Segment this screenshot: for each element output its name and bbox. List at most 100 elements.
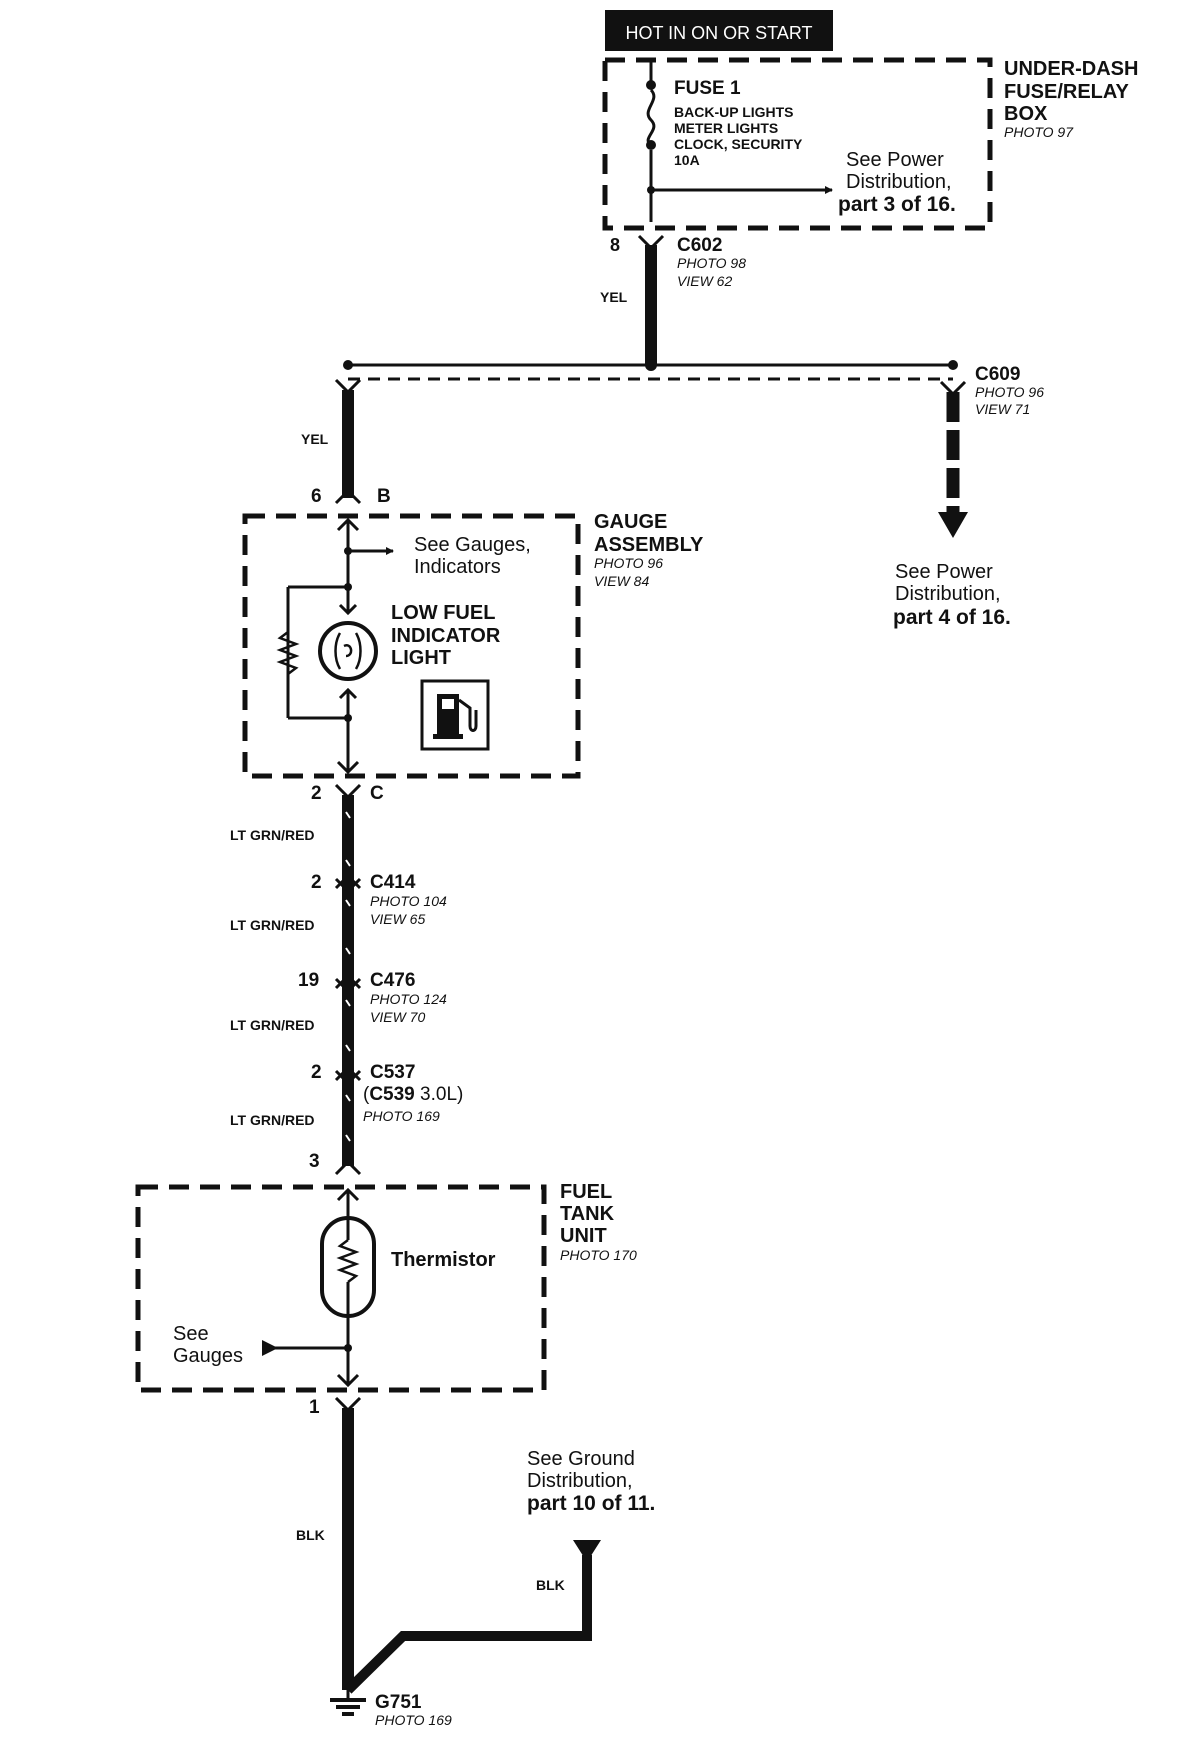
c539-alt-suffix: 3.0L) <box>415 1084 464 1105</box>
lt-grn-red-wire <box>342 795 354 1166</box>
fuel-tank-unit-title: FUEL TANK UNIT PHOTO 170 <box>560 1181 637 1263</box>
c414-pin: 2 <box>311 872 322 893</box>
ground-distribution-ref: See Ground Distribution, part 10 of 11. <box>527 1448 655 1515</box>
gauge-pin-top-letter: B <box>377 486 391 507</box>
fuse-box-photo: PHOTO 97 <box>1004 124 1074 140</box>
power-ref-3-line-1: See Power <box>846 149 944 171</box>
gauge-view: VIEW 84 <box>594 573 649 589</box>
fuse-box-title-line-1: UNDER-DASH <box>1004 58 1138 80</box>
ground-ref-line-1: See Ground <box>527 1448 635 1470</box>
connector-c602: 8 C602 PHOTO 98 VIEW 62 <box>610 234 746 289</box>
gauge-photo: PHOTO 96 <box>594 555 663 571</box>
c476-name: C476 <box>370 970 415 991</box>
fuel-tank-photo: PHOTO 170 <box>560 1247 637 1263</box>
fuel-tank-pin-bottom: 1 <box>309 1397 320 1418</box>
c602-view: VIEW 62 <box>677 273 732 289</box>
c609-name: C609 <box>975 364 1020 385</box>
gauge-ref-line-2: Indicators <box>414 556 501 578</box>
resistor-symbol <box>276 631 300 675</box>
c609-view: VIEW 71 <box>975 401 1030 417</box>
fuse-circuit-1: BACK-UP LIGHTS <box>674 104 794 120</box>
c539-alt-prefix: ( <box>363 1084 370 1105</box>
blk-wire-ground-branch <box>344 1555 592 1694</box>
c414-view: VIEW 65 <box>370 911 425 927</box>
see-gauges-line-2: Gauges <box>173 1345 243 1367</box>
power-distribution-4-arrow <box>938 512 968 538</box>
fuel-tank-title-line-1: FUEL <box>560 1181 612 1203</box>
lt-grn-red-label-3: LT GRN/RED <box>230 1017 315 1033</box>
fuel-tank-title-line-3: UNIT <box>560 1225 607 1247</box>
ground-name: G751 <box>375 1692 422 1713</box>
light-label-line-1: LOW FUEL <box>391 602 495 624</box>
see-gauges-arrow <box>262 1340 278 1356</box>
c539-alt-name: C539 <box>369 1084 414 1105</box>
power-ref-4-line-1: See Power <box>895 561 993 583</box>
fuse-circuit-2: METER LIGHTS <box>674 120 778 136</box>
fuse-rating: 10A <box>674 152 700 168</box>
c414-name: C414 <box>370 872 416 893</box>
see-gauges-ref: See Gauges <box>173 1323 243 1367</box>
gauges-indicators-ref: See Gauges, Indicators <box>414 534 531 578</box>
fuel-tank-title-line-2: TANK <box>560 1203 615 1225</box>
c602-photo: PHOTO 98 <box>677 255 746 271</box>
c476-pin: 19 <box>298 970 319 991</box>
fuse-box-title-line-2: FUSE/RELAY <box>1004 81 1130 103</box>
c476-view: VIEW 70 <box>370 1009 425 1025</box>
blk-label-1: BLK <box>296 1527 325 1543</box>
splice-point <box>645 359 657 371</box>
gauge-internal-circuit <box>276 517 394 775</box>
ground-photo: PHOTO 169 <box>375 1712 452 1728</box>
fuel-tank-pin-top: 3 <box>309 1151 320 1172</box>
fuel-pump-icon <box>420 679 490 751</box>
power-status-header: HOT IN ON OR START <box>605 10 833 51</box>
thermistor-circuit <box>262 1187 376 1388</box>
gauge-title-line-1: GAUGE <box>594 511 667 533</box>
ground-icon <box>330 1690 366 1716</box>
fuse-box-outline <box>602 57 993 231</box>
fuse-symbol <box>646 60 833 222</box>
fuse-1-label: FUSE 1 BACK-UP LIGHTS METER LIGHTS CLOCK… <box>674 78 803 168</box>
gauge-pin-bottom-number: 2 <box>311 783 322 804</box>
gauge-title-line-2: ASSEMBLY <box>594 534 704 556</box>
c537-name: C537 <box>370 1062 415 1083</box>
c602-pin: 8 <box>610 235 620 255</box>
c537-pin: 2 <box>311 1062 322 1083</box>
lt-grn-red-label-2: LT GRN/RED <box>230 917 315 933</box>
power-ref-3-line-3: part 3 of 16. <box>838 193 956 216</box>
fuse-circuit-3: CLOCK, SECURITY <box>674 136 803 152</box>
connector-c537: 2 C537 (C539 3.0L) PHOTO 169 <box>311 1062 463 1124</box>
thermistor-label: Thermistor <box>391 1249 496 1271</box>
c539-alt-label: (C539 3.0L) <box>363 1084 463 1105</box>
gauge-assembly-outline <box>242 513 581 779</box>
blk-label-2: BLK <box>536 1577 565 1593</box>
fuel-tank-unit-outline <box>135 1184 547 1393</box>
fuse-name: FUSE 1 <box>674 78 741 99</box>
fuse-box-title-line-3: BOX <box>1004 103 1048 125</box>
power-status-label: HOT IN ON OR START <box>625 23 812 43</box>
gauge-assembly-title: GAUGE ASSEMBLY PHOTO 96 VIEW 84 <box>594 511 704 589</box>
light-label-line-2: INDICATOR <box>391 625 501 647</box>
ground-ref-line-3: part 10 of 11. <box>527 1492 655 1515</box>
c602-name: C602 <box>677 235 722 256</box>
low-fuel-bulb-icon <box>318 621 378 681</box>
power-ref-4-line-2: Distribution, <box>895 583 1001 605</box>
fuse-box-title: UNDER-DASH FUSE/RELAY BOX PHOTO 97 <box>1004 58 1138 140</box>
yel-wire-label-1: YEL <box>600 289 628 305</box>
gauge-pin-top-number: 6 <box>311 486 322 507</box>
power-ref-4-line-3: part 4 of 16. <box>893 606 1011 629</box>
low-fuel-light-label: LOW FUEL INDICATOR LIGHT <box>391 602 501 669</box>
power-distribution-4-ref: See Power Distribution, part 4 of 16. <box>893 561 1011 629</box>
light-label-line-3: LIGHT <box>391 647 451 669</box>
lt-grn-red-label-4: LT GRN/RED <box>230 1112 315 1128</box>
c476-photo: PHOTO 124 <box>370 991 447 1007</box>
see-gauges-line-1: See <box>173 1323 209 1345</box>
ground-distribution-arrow <box>573 1540 601 1562</box>
yel-wire-label-2: YEL <box>301 431 329 447</box>
connector-c414: 2 C414 PHOTO 104 VIEW 65 <box>311 872 447 927</box>
c414-photo: PHOTO 104 <box>370 893 447 909</box>
power-ref-3-line-2: Distribution, <box>846 171 952 193</box>
c537-photo: PHOTO 169 <box>363 1108 440 1124</box>
ground-ref-line-2: Distribution, <box>527 1470 633 1492</box>
c609-photo: PHOTO 96 <box>975 384 1044 400</box>
